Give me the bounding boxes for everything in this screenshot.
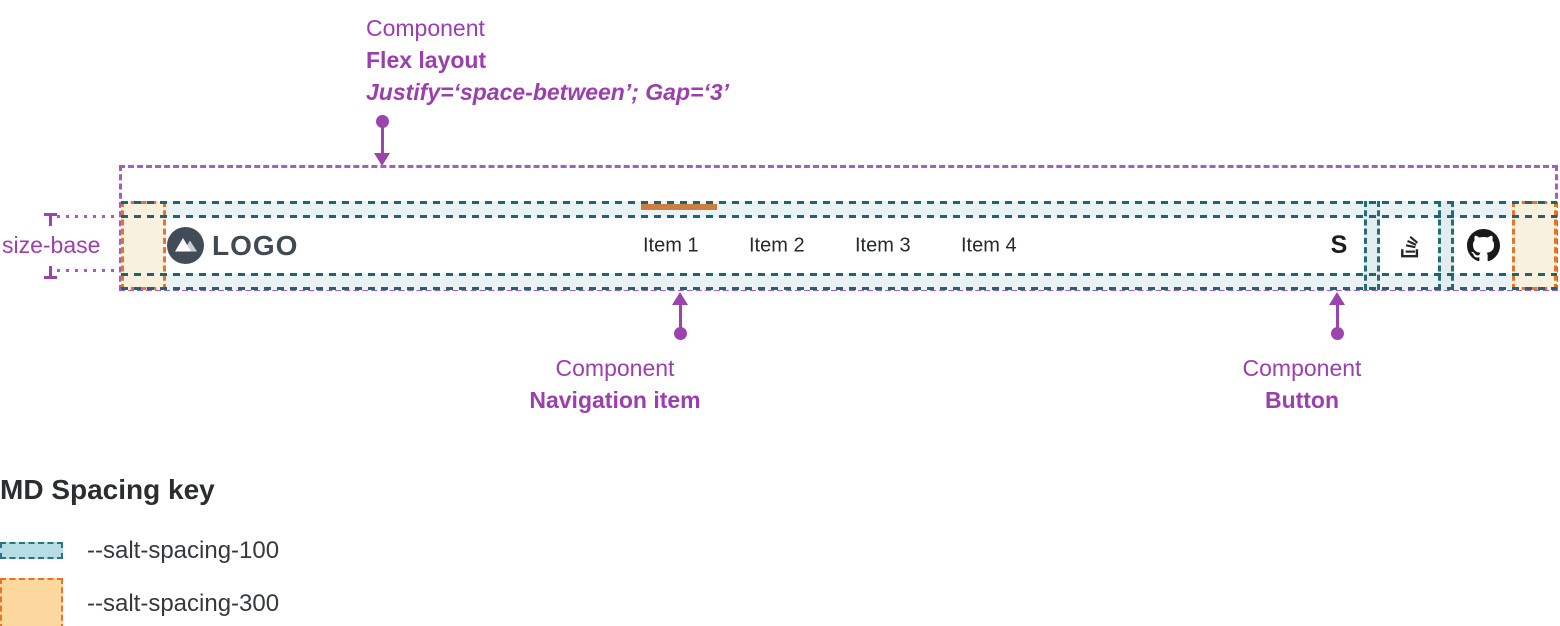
measure-dotted-top	[57, 215, 119, 218]
annotation-arrow-line	[679, 303, 682, 331]
annotation-line: Button	[1264, 387, 1340, 413]
button-annotation: Component Button	[1192, 352, 1412, 416]
measure-dotted-bottom	[57, 269, 119, 272]
annotation-line: Component	[366, 15, 485, 41]
legend-label-spacing-100: --salt-spacing-100	[87, 537, 280, 564]
flex-layout-annotation: Component Flex layout Justify=‘space-bet…	[366, 12, 729, 108]
spacing-guide-line	[121, 273, 1557, 276]
legend-swatch-spacing-100	[0, 542, 63, 559]
annotation-arrow-line	[381, 127, 384, 157]
annotation-line: Justify=‘space-between’; Gap=‘3’	[366, 79, 730, 105]
spacing-100-strip-between-buttons-2	[1438, 201, 1454, 290]
annotation-line: Component	[1242, 355, 1362, 381]
github-icon	[1466, 229, 1500, 262]
arrow-up-icon	[1329, 292, 1345, 305]
active-item-indicator	[641, 204, 717, 210]
measure-tick-bottom	[44, 276, 57, 279]
nav-item-1[interactable]: Item 1	[643, 234, 699, 256]
app-header-bar: LOGO Item 1 Item 2 Item 3 Item 4 S	[121, 201, 1557, 290]
annotation-dot	[1331, 327, 1344, 340]
nav-item-2[interactable]: Item 2	[749, 234, 805, 256]
spacing-guide-line	[121, 201, 1557, 204]
symphony-icon: S	[1330, 231, 1348, 259]
spacing-100-strip-between-buttons-1	[1364, 201, 1380, 290]
mountain-logo-icon	[167, 227, 204, 264]
stackoverflow-icon	[1397, 233, 1423, 259]
size-base-label: size-base	[2, 232, 101, 258]
annotation-line: Flex layout	[366, 47, 487, 73]
spacing-100-strip-top	[121, 201, 1557, 217]
spacing-guide-line	[121, 287, 1557, 290]
measure-tick-bottom-stem	[49, 266, 52, 279]
annotation-dot	[674, 327, 687, 340]
nav-item-4[interactable]: Item 4	[961, 234, 1017, 256]
arrow-down-icon	[374, 153, 390, 166]
legend-swatch-spacing-300	[0, 578, 63, 626]
logo[interactable]: LOGO	[167, 201, 298, 290]
stackoverflow-button[interactable]	[1396, 226, 1424, 266]
annotation-dot	[376, 115, 389, 128]
legend-title: MD Spacing key	[0, 474, 215, 505]
spacing-100-strip-bottom	[121, 274, 1557, 290]
annotation-line: Navigation item	[529, 387, 701, 413]
annotation-line: Component	[555, 355, 675, 381]
navigation-item-annotation: Component Navigation item	[505, 352, 725, 416]
legend-label-spacing-300: --salt-spacing-300	[87, 590, 280, 617]
measure-tick-top-stem	[49, 213, 52, 226]
github-button[interactable]	[1466, 226, 1500, 266]
symphony-button[interactable]: S	[1325, 226, 1353, 266]
spacing-guide-line	[121, 215, 1557, 218]
nav-item-3[interactable]: Item 3	[855, 234, 911, 256]
logo-text: LOGO	[212, 229, 299, 261]
annotation-arrow-line	[1336, 303, 1339, 331]
arrow-up-icon	[672, 292, 688, 305]
